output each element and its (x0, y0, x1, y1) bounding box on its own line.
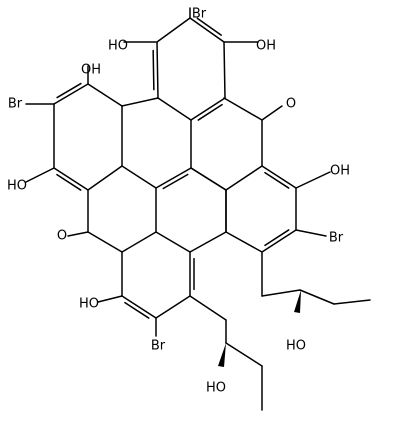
bond-53 (295, 171, 331, 189)
bond-8 (53, 167, 89, 191)
atom-label-oh-top-left: HO (108, 39, 128, 54)
bond-4 (223, 41, 226, 99)
bond-39 (261, 289, 301, 297)
stereo-wedges (218, 290, 301, 367)
bond-51 (25, 167, 55, 183)
atom-label-oh-side-chain-right: HO (286, 339, 306, 354)
double-bond-5 (264, 171, 290, 189)
atom-label-oh-top-right: OH (256, 39, 276, 54)
bond-5 (189, 17, 225, 43)
bond-52 (261, 105, 283, 121)
bond-24 (155, 167, 192, 189)
atom-label-oh-side-chain-bottom: HO (206, 381, 226, 396)
atom-label-br-top: Br (192, 7, 207, 22)
double-bond-4 (56, 173, 82, 191)
bond-41 (333, 299, 371, 305)
double-bond-7 (124, 301, 150, 319)
bond-23 (121, 165, 157, 189)
atom-label-carbonyl-left: O (57, 229, 67, 244)
bond-25 (190, 167, 227, 191)
bond-18 (261, 165, 297, 189)
atom-label-br-left: Br (8, 97, 23, 112)
atom-label-oh-left: HO (7, 179, 27, 194)
bond-44 (225, 342, 263, 367)
atom-label-oh-right: OH (330, 164, 350, 179)
bond-32 (121, 231, 157, 253)
bond-lines (25, 7, 371, 411)
double-bond-2 (196, 17, 222, 36)
bond-31 (87, 231, 123, 253)
double-bond-6 (264, 229, 290, 247)
double-bond-9 (162, 173, 189, 190)
bond-20 (261, 229, 297, 253)
bond-13 (223, 97, 263, 121)
bond-11 (87, 83, 123, 107)
wedge-bond-upper-chain (294, 290, 301, 313)
bond-35 (155, 295, 191, 319)
bond-15 (225, 165, 263, 191)
bond-3 (190, 97, 226, 121)
bond-6 (53, 83, 89, 105)
atom-label-oh-lower-left: HO (79, 297, 99, 312)
wedge-bond-lower-chain (218, 343, 226, 367)
bond-55 (67, 231, 89, 237)
atom-label-br-bottom: Br (151, 339, 166, 354)
atom-label-oh-upper-left: OH (81, 63, 101, 78)
bond-9 (87, 165, 123, 191)
bond-1 (156, 41, 159, 99)
double-bond-3 (56, 82, 82, 99)
atom-labels: Br HO OH OH Br O HO OH O Br HO HO Br HO (7, 7, 350, 396)
bond-56 (97, 295, 123, 303)
bond-54 (295, 229, 327, 237)
bond-34 (121, 295, 157, 319)
bond-40 (299, 289, 335, 305)
double-bond-1 (197, 103, 223, 121)
atom-label-carbonyl-right: O (286, 97, 296, 112)
bond-27 (155, 231, 191, 253)
double-bond-0 (152, 49, 155, 91)
bond-26 (189, 231, 227, 253)
bond-0 (156, 17, 191, 43)
bond-2 (157, 97, 192, 121)
bond-21 (225, 231, 263, 253)
atom-label-br-right: Br (329, 231, 344, 246)
bond-12 (121, 97, 159, 107)
bond-42 (189, 295, 227, 321)
